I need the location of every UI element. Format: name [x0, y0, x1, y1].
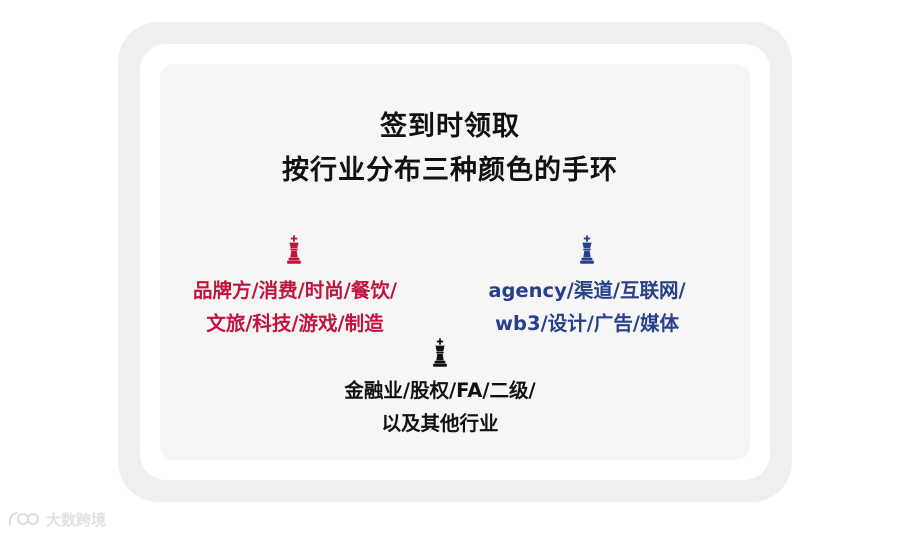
industry-group-left: 品牌方/消费/时尚/餐饮/ 文旅/科技/游戏/制造 [165, 274, 425, 340]
title-line-1: 签到时领取 [380, 111, 520, 142]
title-line-2: 按行业分布三种颜色的手环 [282, 155, 618, 186]
industry-group-right-line-1: agency/渠道/互联网/ [488, 279, 686, 302]
industry-group-left-line-2: 文旅/科技/游戏/制造 [206, 312, 384, 335]
content-panel [160, 64, 750, 460]
chess-king-icon [283, 235, 305, 265]
industry-group-center: 金融业/股权/FA/二级/ 以及其他行业 [310, 374, 570, 440]
watermark: 大数跨境 [6, 508, 106, 530]
industry-group-center-line-1: 金融业/股权/FA/二级/ [344, 379, 536, 402]
industry-group-center-line-2: 以及其他行业 [381, 412, 499, 435]
industry-group-right: agency/渠道/互联网/ wb3/设计/广告/媒体 [462, 274, 712, 340]
industry-group-left-line-1: 品牌方/消费/时尚/餐饮/ [193, 279, 397, 302]
industry-group-right-line-2: wb3/设计/广告/媒体 [495, 312, 679, 335]
watermark-text: 大数跨境 [46, 510, 107, 529]
chess-king-icon [429, 338, 451, 368]
watermark-logo-icon [8, 512, 39, 526]
chess-king-icon [576, 235, 598, 265]
